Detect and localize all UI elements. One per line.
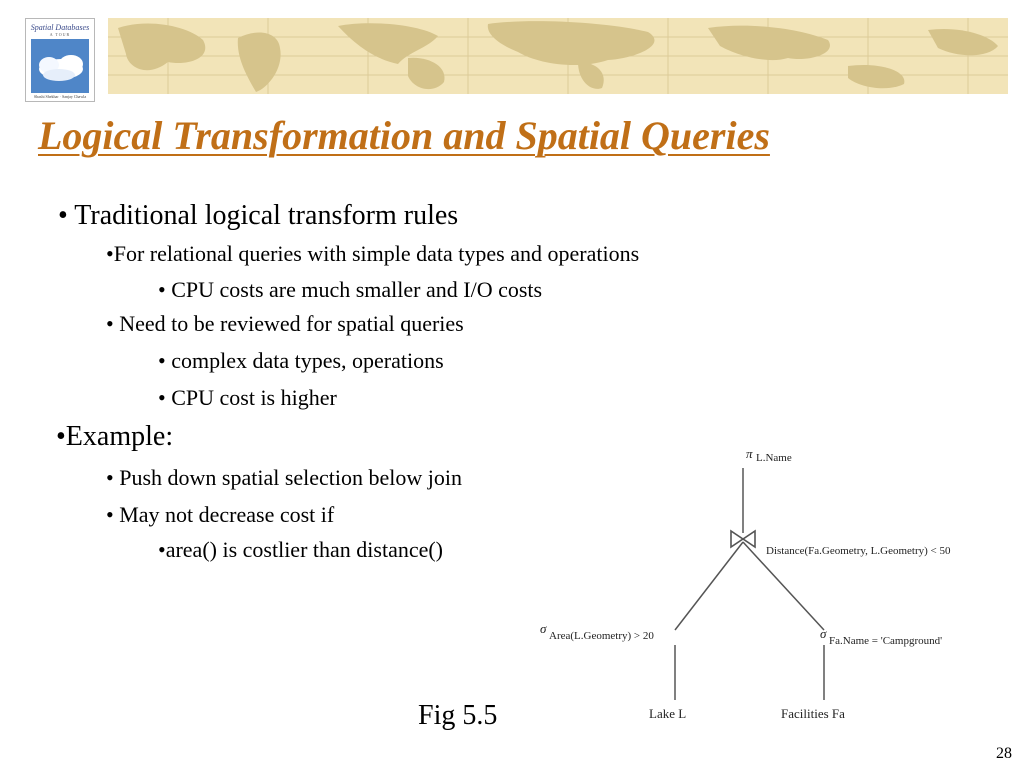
left-leaf-label: Lake L <box>649 706 686 721</box>
slide-title: Logical Transformation and Spatial Queri… <box>38 113 770 158</box>
right-leaf-label: Facilities Fa <box>781 706 845 721</box>
book-cover-subtitle: A TOUR <box>49 32 71 37</box>
world-map-banner <box>108 18 1008 94</box>
bullet-area-costlier: •area() is costlier than distance() <box>158 537 444 562</box>
right-select-symbol: σ <box>820 626 827 641</box>
bullet-cpu-costs-smaller: • CPU costs are much smaller and I/O cos… <box>158 277 543 302</box>
bullet-review-spatial: • Need to be reviewed for spatial querie… <box>106 311 464 336</box>
join-label: Distance(Fa.Geometry, L.Geometry) < 50 <box>766 545 951 557</box>
edge-join-right-select <box>742 541 825 631</box>
book-cover-authors: Shashi Shekhar · Sanjay Chawla <box>33 94 87 99</box>
bullet-complex-types: • complex data types, operations <box>158 348 444 373</box>
bullet-may-not-decrease: • May not decrease cost if <box>106 502 335 527</box>
bullet-relational-queries: •For relational queries with simple data… <box>106 241 640 266</box>
bullet-cpu-cost-higher: • CPU cost is higher <box>158 385 337 410</box>
page-number: 28 <box>996 745 1012 762</box>
book-cover-thumbnail: Spatial Databases A TOUR Shashi Shekhar … <box>25 18 95 102</box>
query-tree-diagram: π L.Name Distance(Fa.Geometry, L.Geometr… <box>540 446 951 721</box>
figure-caption: Fig 5.5 <box>418 700 498 731</box>
project-label: L.Name <box>756 452 792 464</box>
bullet-push-down-selection: • Push down spatial selection below join <box>106 465 462 490</box>
left-select-symbol: σ <box>540 621 547 636</box>
right-select-label: Fa.Name = 'Campground' <box>829 635 942 647</box>
project-symbol: π <box>746 446 753 461</box>
left-select-label: Area(L.Geometry) > 20 <box>549 630 654 642</box>
bullet-traditional-rules: • Traditional logical transform rules <box>58 200 459 231</box>
book-cover-sky-image <box>31 39 89 93</box>
bullet-example: •Example: <box>56 421 174 452</box>
edge-join-left-select <box>674 541 744 631</box>
join-bowtie-icon <box>730 529 756 549</box>
book-cover-title: Spatial Databases <box>30 23 90 32</box>
